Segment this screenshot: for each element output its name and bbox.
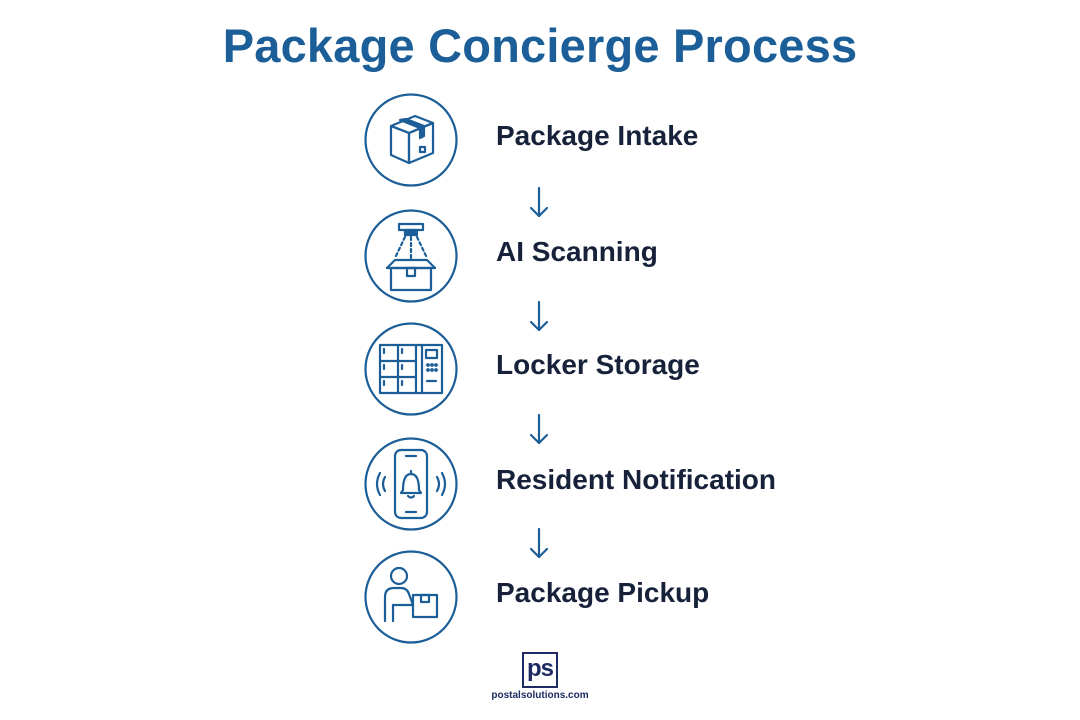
arrow-down-icon	[527, 524, 551, 564]
step-label: Package Intake	[496, 120, 699, 151]
arrow-down-icon	[527, 410, 551, 450]
person-package-icon	[363, 549, 459, 645]
process-step-resident-notification: Resident Notification	[363, 436, 1063, 532]
process-step-ai-scanning: AI Scanning	[363, 208, 1063, 304]
step-label: Package Pickup	[496, 577, 710, 608]
brand-logo: ps postalsolutions.com	[483, 652, 597, 704]
step-label: Locker Storage	[496, 349, 700, 380]
page-title: Package Concierge Process	[222, 19, 858, 72]
step-label: Resident Notification	[496, 464, 777, 495]
logo-mark: ps	[522, 652, 558, 688]
arrow-down-icon	[527, 183, 551, 223]
arrow-down-icon	[527, 297, 551, 337]
logo-mark-text: ps	[526, 655, 554, 682]
process-step-package-pickup: Package Pickup	[363, 549, 1063, 645]
process-step-package-intake: Package Intake	[363, 92, 1063, 188]
phone-bell-icon	[363, 436, 459, 532]
step-label: AI Scanning	[496, 236, 658, 267]
logo-url: postalsolutions.com	[491, 690, 589, 701]
locker-icon	[363, 321, 459, 417]
process-step-locker-storage: Locker Storage	[363, 321, 1063, 417]
scanner-box-icon	[363, 208, 459, 304]
package-box-icon	[363, 92, 459, 188]
